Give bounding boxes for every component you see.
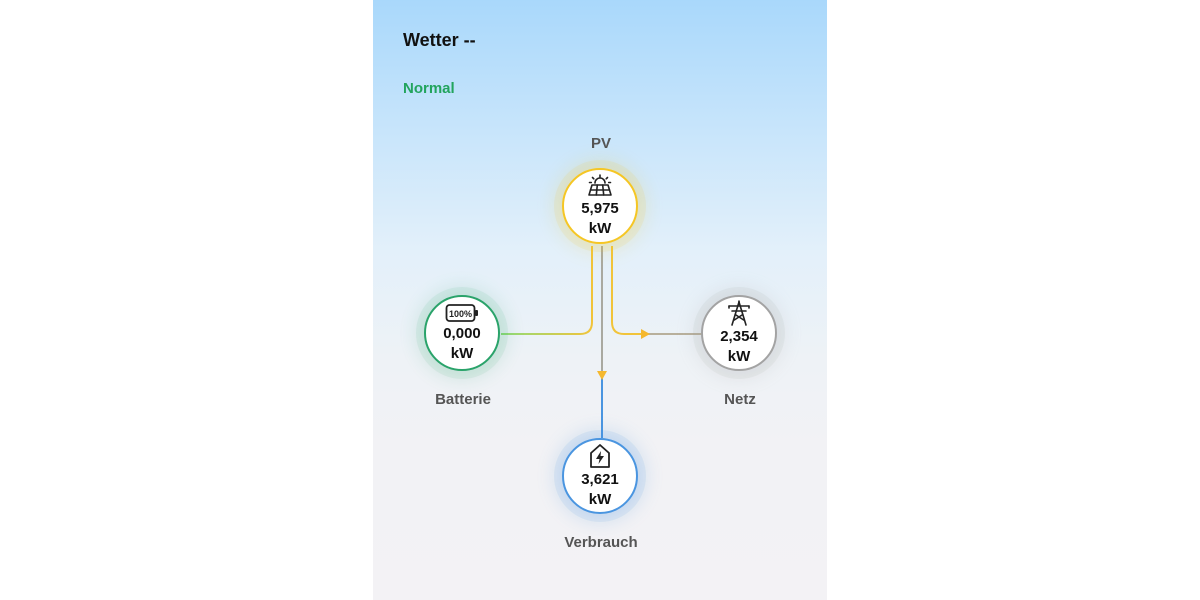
battery-icon: 100% — [445, 303, 479, 323]
battery-percent-text: 100% — [449, 309, 472, 319]
solar-panel-icon — [587, 174, 613, 198]
battery-node[interactable]: 100% 0,000 kW — [424, 295, 500, 371]
consumption-unit: kW — [588, 491, 612, 508]
flow-line-pv-grid — [611, 246, 702, 335]
pv-node[interactable]: 5,975 kW — [562, 168, 638, 244]
consumption-label: Verbrauch — [564, 534, 638, 551]
consumption-node[interactable]: 3,621 kW — [562, 438, 638, 514]
grid-value: 2,354 — [720, 328, 758, 345]
pv-unit: kW — [588, 220, 612, 237]
app-screen: Wetter -- Normal PV — [373, 0, 827, 600]
flow-line-pv-battery — [501, 246, 593, 335]
energy-flow-diagram — [501, 246, 702, 438]
battery-value: 0,000 — [443, 325, 481, 342]
battery-label: Batterie — [435, 391, 491, 408]
grid-node[interactable]: 2,354 kW — [701, 295, 777, 371]
flow-arrow-grid — [641, 329, 650, 339]
system-status: Normal — [403, 80, 455, 97]
home-lightning-icon — [588, 443, 612, 469]
flow-arrow-load — [597, 371, 607, 380]
pv-value: 5,975 — [581, 200, 619, 217]
consumption-value: 3,621 — [581, 471, 619, 488]
grid-label: Netz — [724, 391, 756, 408]
weather-title: Wetter -- — [403, 30, 476, 50]
power-pylon-icon — [727, 300, 751, 326]
grid-unit: kW — [727, 348, 751, 365]
pv-label: PV — [590, 135, 611, 152]
battery-unit: kW — [450, 345, 474, 362]
